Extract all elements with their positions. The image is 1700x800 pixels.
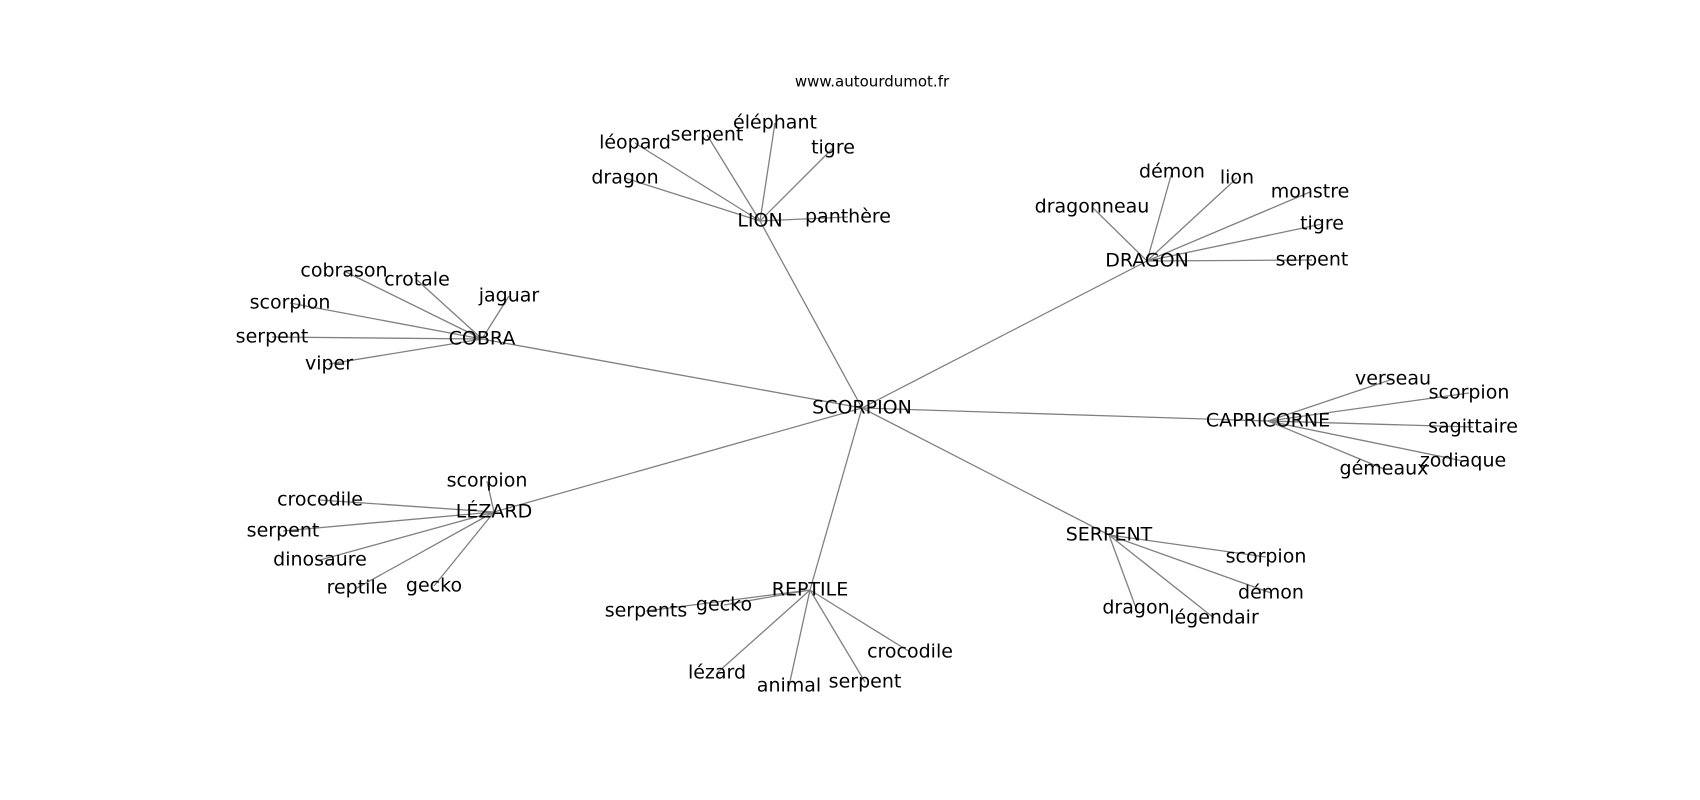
edge-center-to-hub (861, 260, 1148, 409)
edge-hub-to-leaf (1267, 420, 1474, 428)
hub-node: LÉZARD (456, 500, 532, 523)
edge-center-to-hub (759, 220, 863, 409)
leaf-node: démon (1238, 582, 1304, 604)
leaf-node: démon (1139, 161, 1205, 183)
hub-node: COBRA (449, 328, 516, 350)
edge-center-to-hub (481, 338, 863, 409)
leaf-node: serpent (671, 124, 744, 146)
edge-hub-to-leaf (759, 147, 834, 222)
leaf-node: serpent (236, 326, 309, 348)
edge-hub-to-leaf (1146, 259, 1313, 262)
edge-center-to-hub (861, 407, 1269, 422)
edge-hub-to-leaf (1146, 223, 1323, 262)
edge-hub-to-leaf (328, 338, 483, 365)
leaf-node: éléphant (733, 112, 817, 134)
edge-hub-to-leaf (343, 270, 483, 340)
edge-hub-to-leaf (759, 216, 849, 222)
edge-center-to-hub (493, 407, 863, 513)
leaf-node: serpent (1276, 249, 1349, 271)
edge-hub-to-leaf (1108, 534, 1137, 609)
edge-hub-to-leaf (271, 336, 483, 340)
hub-node: DRAGON (1105, 250, 1189, 272)
edge-hub-to-leaf (1108, 534, 1215, 619)
leaf-node: scorpion (1226, 546, 1307, 568)
leaf-node: panthère (805, 206, 891, 228)
leaf-node: crocodile (277, 489, 363, 511)
leaf-node: léopard (599, 132, 671, 154)
graph-edges (271, 122, 1474, 687)
hub-node: SERPENT (1066, 524, 1153, 546)
leaf-node: tigre (811, 137, 855, 159)
edge-hub-to-leaf (1267, 378, 1394, 422)
leaf-node: gecko (696, 594, 752, 616)
leaf-node: lion (1220, 167, 1254, 189)
edge-hub-to-leaf (433, 511, 495, 587)
hub-node: REPTILE (772, 579, 848, 601)
edge-hub-to-leaf (319, 511, 495, 561)
leaf-node: sagittaire (1428, 416, 1518, 438)
edge-hub-to-leaf (1108, 534, 1267, 558)
edge-hub-to-leaf (356, 511, 495, 589)
leaf-node: animal (757, 675, 821, 697)
edge-hub-to-leaf (634, 142, 761, 222)
hub-node: CAPRICORNE (1206, 410, 1330, 432)
edge-hub-to-leaf (486, 480, 495, 513)
leaf-node: crotale (384, 269, 450, 291)
leaf-node: serpents (605, 600, 688, 622)
leaf-node: jaguar (478, 285, 540, 307)
edge-hub-to-leaf (716, 589, 811, 674)
leaf-node: dinosaure (273, 549, 367, 571)
leaf-node: lézard (688, 662, 746, 684)
leaf-node: gecko (406, 575, 462, 597)
leaf-node: dragonneau (1035, 196, 1150, 218)
edge-hub-to-leaf (319, 499, 495, 513)
edge-hub-to-leaf (1146, 191, 1311, 262)
leaf-node: reptile (327, 577, 388, 599)
leaf-node: scorpion (1429, 382, 1510, 404)
edge-hub-to-leaf (1267, 420, 1385, 470)
edge-hub-to-leaf (788, 589, 811, 687)
edge-hub-to-leaf (1108, 534, 1272, 594)
hub-node: LION (737, 210, 782, 232)
center-node: SCORPION (812, 397, 912, 419)
leaf-node: viper (305, 353, 353, 375)
edge-hub-to-leaf (809, 589, 911, 653)
edge-hub-to-leaf (481, 295, 510, 340)
edge-hub-to-leaf (723, 589, 811, 606)
leaf-node: dragon (591, 167, 658, 189)
leaf-node: scorpion (447, 470, 528, 492)
leaf-node: serpent (829, 671, 902, 693)
leaf-node: monstre (1271, 181, 1350, 203)
leaf-node: serpent (247, 520, 320, 542)
edge-hub-to-leaf (1091, 206, 1148, 262)
edge-hub-to-leaf (416, 279, 483, 340)
edge-center-to-hub (809, 407, 863, 591)
leaf-node: scorpion (250, 292, 331, 314)
edge-hub-to-leaf (645, 589, 811, 612)
edge-center-to-hub (861, 407, 1110, 536)
edge-hub-to-leaf (1146, 177, 1238, 262)
leaf-node: légendair (1169, 607, 1259, 629)
edge-hub-to-leaf (624, 177, 761, 222)
edge-hub-to-leaf (289, 302, 483, 340)
edge-hub-to-leaf (282, 511, 495, 532)
edge-hub-to-leaf (706, 134, 761, 222)
leaf-node: cobrason (300, 260, 387, 282)
edge-hub-to-leaf (759, 122, 776, 222)
edge-hub-to-leaf (809, 589, 866, 683)
leaf-node: crocodile (867, 641, 953, 663)
leaf-node: dragon (1102, 597, 1169, 619)
leaf-node: zodiaque (1420, 450, 1506, 472)
leaf-node: verseau (1355, 368, 1431, 390)
edge-hub-to-leaf (1267, 420, 1464, 462)
leaf-node: tigre (1300, 213, 1344, 235)
watermark-text: www.autourdumot.fr (795, 73, 950, 91)
edge-hub-to-leaf (1267, 392, 1470, 422)
edge-hub-to-leaf (1146, 171, 1173, 262)
leaf-node: gémeaux (1340, 458, 1429, 480)
